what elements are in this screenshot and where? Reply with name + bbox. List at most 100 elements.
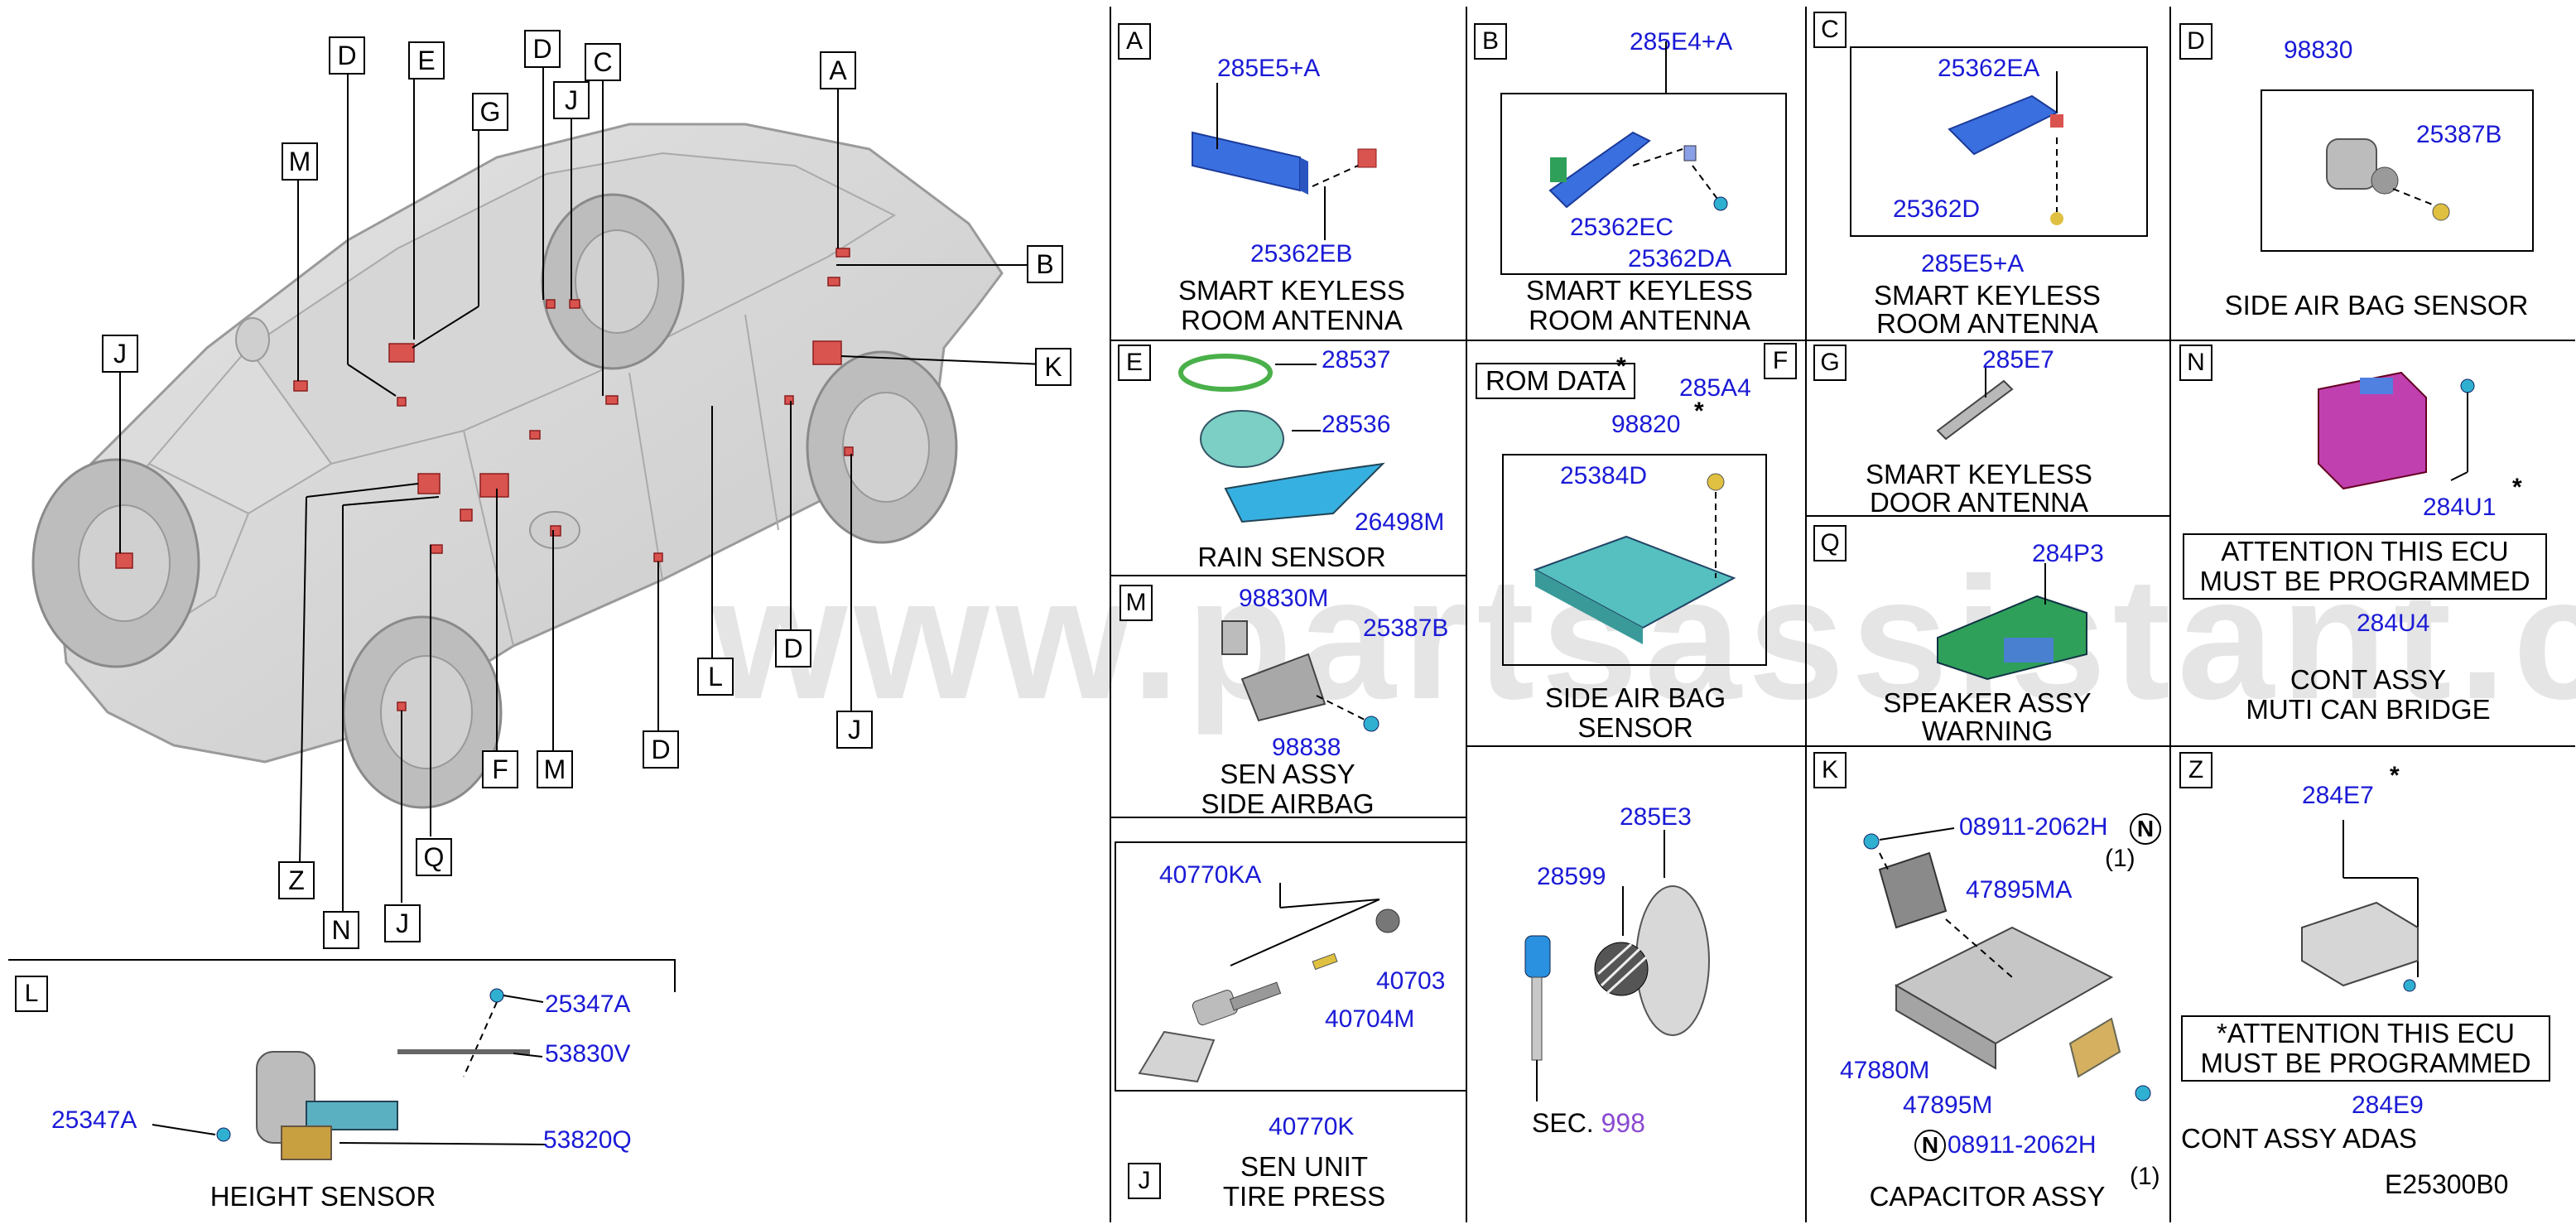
callout-m-2: M [537, 750, 573, 788]
part-25347a-2: 25347A [51, 1106, 137, 1134]
callout-e: E [408, 41, 445, 80]
panel-q-caption-1: SPEAKER ASSY [1883, 687, 2092, 718]
part-08911-2062h-1: 08911-2062H [1959, 813, 2108, 841]
panel-g-drawing [1936, 368, 2014, 441]
attention-note-z: *ATTENTION THIS ECU MUST BE PROGRAMMED [2181, 1015, 2550, 1082]
panel-l-letter: L [15, 976, 48, 1012]
part-285e5-a-c: 285E5+A [1921, 250, 2025, 277]
panel-n-drawing [2318, 371, 2475, 490]
circle-n-mark: N [2130, 813, 2161, 845]
circle-n-mark: N [1914, 1130, 1946, 1161]
panel-l-caption: HEIGHT SENSOR [209, 1181, 436, 1212]
sec-number[interactable]: 998 [1601, 1108, 1645, 1138]
part-28537: 28537 [1322, 346, 1391, 374]
panel-f-caption-1: SIDE AIR BAG [1544, 682, 1726, 713]
attention-note-z-line-2: MUST BE PROGRAMMED [2200, 1048, 2531, 1078]
panel-j-frame [1115, 841, 1467, 1092]
part-25362d: 25362D [1893, 195, 1981, 223]
panel-a-caption-2: ROOM ANTENNA [1181, 305, 1403, 335]
panel-b-letter: B [1474, 23, 1507, 60]
panel-f-letter: F [1764, 343, 1797, 379]
panel-b-caption-2: ROOM ANTENNA [1529, 305, 1750, 335]
part-28536: 28536 [1322, 411, 1391, 438]
part-40703: 40703 [1376, 967, 1446, 995]
callout-d-3: D [775, 629, 811, 668]
attention-note-n-line-1: ATTENTION THIS ECU [2221, 536, 2509, 566]
front-wheel-right [342, 615, 503, 809]
callout-d-2: D [524, 30, 561, 68]
callout-n: N [323, 911, 359, 949]
panel-c-caption-2: ROOM ANTENNA [1876, 308, 2098, 339]
star-mark: * [2512, 474, 2522, 501]
callout-j-1: J [553, 81, 590, 119]
panel-n-caption-2: MUTI CAN BRIDGE [2246, 694, 2491, 725]
panel-n-letter: N [2179, 345, 2212, 381]
part-47895ma: 47895MA [1966, 876, 2073, 904]
panel-g-caption-2: DOOR ANTENNA [1869, 487, 2089, 518]
part-40770k: 40770K [1269, 1113, 1355, 1140]
grid-line [2169, 7, 2171, 1222]
panel-c-caption-1: SMART KEYLESS [1874, 280, 2101, 311]
panel-m-caption-2: SIDE AIRBAG [1201, 788, 1375, 819]
part-25362eb: 25362EB [1250, 240, 1353, 267]
panel-e-letter: E [1118, 345, 1151, 381]
part-25362da: 25362DA [1628, 245, 1732, 272]
panel-n-caption-1: CONT ASSY [2290, 664, 2447, 695]
qty-1: (1) [2105, 845, 2135, 872]
panel-m-caption-1: SEN ASSY [1220, 759, 1355, 789]
panel-q-letter: Q [1813, 525, 1847, 561]
panel-z-letter: Z [2179, 752, 2212, 788]
part-25387b-m: 25387B [1363, 614, 1449, 642]
panel-f-frame [1502, 454, 1767, 666]
part-98838: 98838 [1272, 734, 1341, 761]
panel-g-caption-1: SMART KEYLESS [1866, 459, 2092, 489]
grid-line [1805, 7, 1807, 1222]
callout-m-1: M [282, 142, 318, 181]
panel-e-drawing [1178, 354, 1385, 523]
callout-d-4: D [643, 730, 679, 769]
grid-line [1466, 7, 1467, 1222]
part-285e7: 285E7 [1982, 346, 2054, 374]
panel-a-letter: A [1118, 23, 1151, 60]
part-47880m: 47880M [1840, 1057, 1930, 1084]
part-53830v: 53830V [545, 1040, 631, 1068]
panel-a-caption-1: SMART KEYLESS [1178, 275, 1405, 306]
rear-wheel-right [806, 350, 958, 544]
star-mark: * [2390, 762, 2400, 789]
part-28599: 28599 [1537, 863, 1606, 890]
panel-q-drawing [1937, 563, 2087, 681]
panel-f-caption-2: SENSOR [1577, 712, 1693, 743]
part-285e3: 285E3 [1620, 803, 1692, 831]
part-98820: 98820 [1611, 411, 1681, 438]
star-mark: * [1616, 353, 1626, 380]
grid-line [1466, 745, 2575, 747]
part-25362ec: 25362EC [1570, 214, 1674, 241]
part-284u1: 284U1 [2423, 494, 2497, 521]
callout-a: A [820, 51, 856, 89]
panel-j-letter: J [1128, 1163, 1161, 1199]
panel-d-letter: D [2179, 23, 2212, 60]
sec-label: SEC. [1532, 1108, 1594, 1138]
part-26498m: 26498M [1355, 508, 1445, 536]
panel-m-drawing [1221, 620, 1379, 732]
grid-line [1110, 7, 1111, 1222]
part-284u4: 284U4 [2357, 610, 2430, 637]
callout-l: L [697, 658, 734, 696]
grid-line [1110, 575, 1466, 576]
part-284p3: 284P3 [2032, 540, 2104, 567]
grid-line [1805, 515, 2169, 517]
part-285a4: 285A4 [1679, 374, 1751, 402]
callout-b: B [1027, 245, 1063, 283]
panel-l-right-border [674, 959, 676, 992]
callout-g: G [472, 93, 508, 131]
callout-z: Z [278, 861, 315, 899]
part-08911-2062h-2: 08911-2062H [1948, 1131, 2097, 1159]
panel-j-drawing [1138, 883, 1400, 1083]
panel-d-frame [2261, 89, 2534, 252]
panel-k-letter: K [1813, 752, 1847, 788]
panel-d-caption: SIDE AIR BAG SENSOR [2224, 290, 2529, 321]
panel-z-drawing [2301, 820, 2419, 992]
panel-m-letter: M [1119, 585, 1153, 621]
panel-z-caption: CONT ASSY ADAS [2181, 1123, 2417, 1154]
